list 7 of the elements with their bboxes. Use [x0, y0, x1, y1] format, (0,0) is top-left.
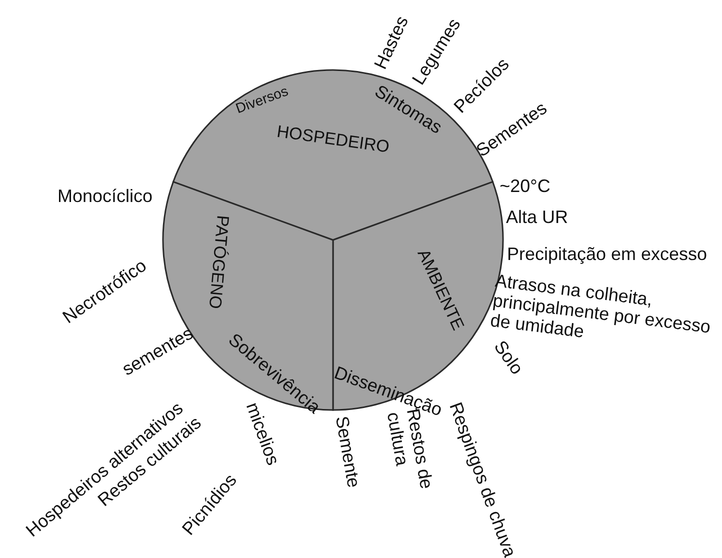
- factor-label: Precipitação em excesso: [506, 245, 708, 265]
- factor-label: Monocíclico: [57, 187, 153, 207]
- factor-label: Atrasos na colheita, principalmente por excesso de umidade: [489, 272, 713, 342]
- sector-label: PATÓGENO: [204, 214, 232, 310]
- factor-label: Alta UR: [506, 208, 568, 228]
- factor-label: ~20°C: [500, 177, 550, 197]
- factor-label: Semente: [331, 414, 363, 490]
